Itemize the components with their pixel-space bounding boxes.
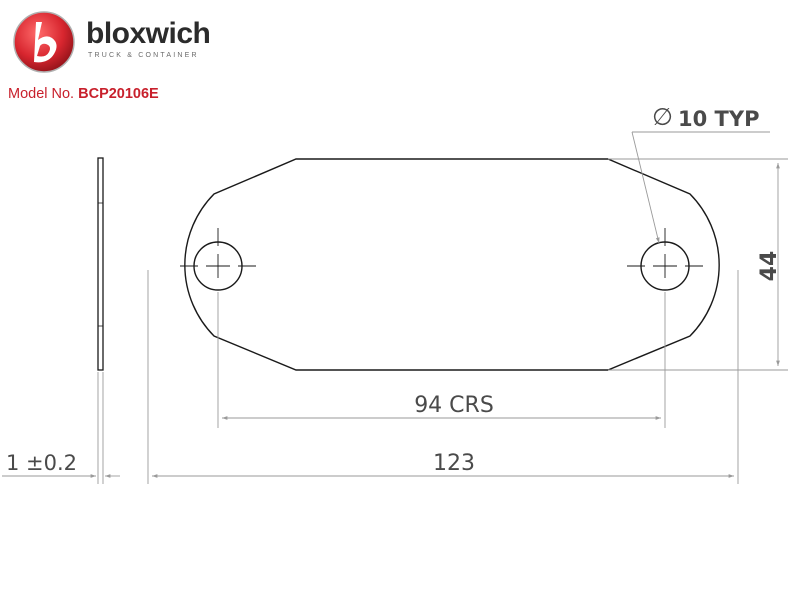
height-label: 44 [757,251,782,282]
model-number: Model No. BCP20106E [8,86,159,102]
left-hole-centerline [180,228,256,278]
plate-outline [184,158,720,371]
thickness-label: 1 ±0.2 [6,451,77,475]
brand-tagline: TRUCK & CONTAINER [88,52,199,59]
side-view [97,157,104,371]
diameter-symbol: ∅ [652,103,673,131]
plate-front-view [180,158,720,371]
brand-name: bloxwich [86,17,211,50]
right-hole-centerline [627,228,703,278]
hole-leader [631,131,660,244]
length-label: 123 [433,451,475,476]
plate-side-profile [97,157,104,371]
dimension-lines [2,131,788,484]
bloxwich-logo-icon [13,11,75,73]
title-block: bloxwich TRUCK & CONTAINER Model No. BCP… [0,0,800,110]
hole-note-label: 10 TYP [678,107,759,131]
model-label: Model No. [8,86,75,102]
model-value: BCP20106E [78,86,159,102]
centers-label: 94 CRS [414,393,494,418]
